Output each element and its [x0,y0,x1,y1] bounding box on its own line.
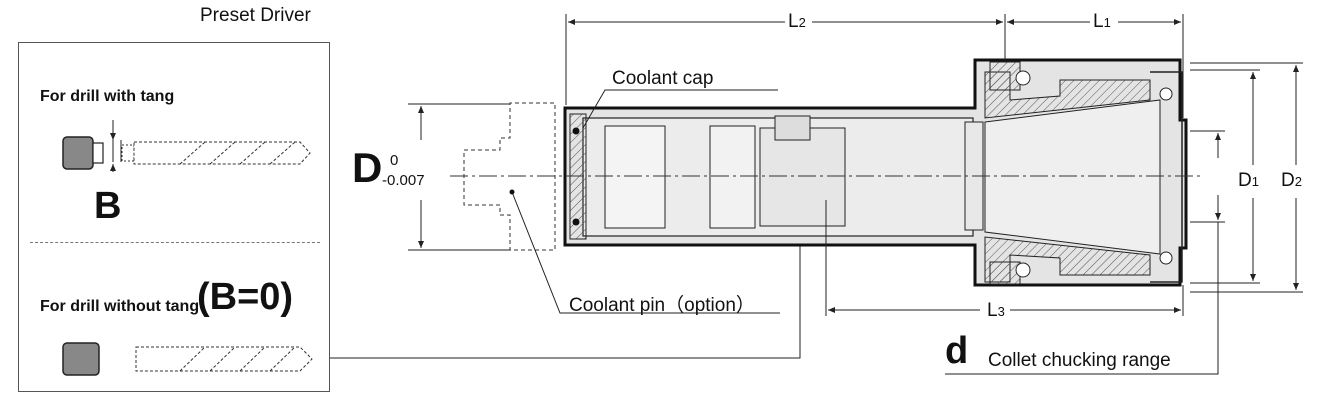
drill-without-tang [62,342,313,376]
panel-divider [30,242,320,243]
without-tang-label: For drill without tang [40,298,200,315]
preset-driver-panel [18,42,330,392]
d-main-label: D [352,144,383,191]
holder-body [563,58,1188,287]
l1-label: L1 [1093,11,1111,32]
b-symbol: B [94,185,122,227]
dimension-lines [408,14,1303,375]
d-small-label: d [945,330,969,372]
tolerance-lower: -0.007 [382,172,425,189]
d1-label: D1 [1238,170,1259,191]
d2-label: D2 [1281,170,1302,191]
drill-with-tang [62,120,311,172]
b-zero-symbol: (B=0) [197,276,294,318]
with-tang-label: For drill with tang [40,88,175,105]
l3-label: L3 [987,300,1005,321]
coolant-pin-label: Coolant pin（option） [569,295,755,316]
l2-label: L2 [788,11,806,32]
coolant-cap-label: Coolant cap [612,68,714,89]
tolerance-upper: 0 [390,152,399,169]
collet-range-label: Collet chucking range [988,350,1171,371]
panel-title: Preset Driver [200,5,311,26]
